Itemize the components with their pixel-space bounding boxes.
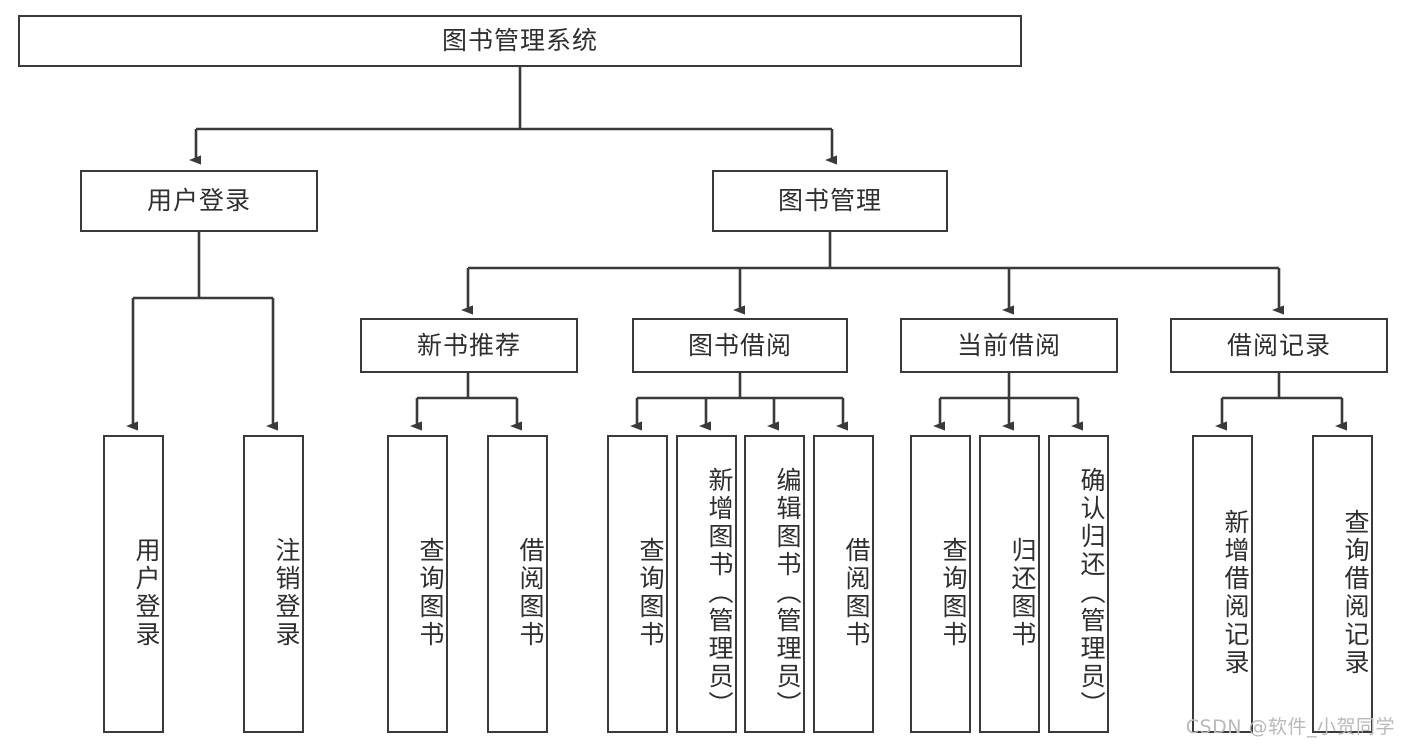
leaf-book-borrow-add[interactable]: 新增图书（管理员） [676, 435, 737, 733]
leaf-book-borrow-edit[interactable]: 编辑图书（管理员） [744, 435, 805, 733]
node-book-management-label: 图书管理 [777, 186, 882, 215]
leaf-book-borrow-query[interactable]: 查询图书 [607, 435, 668, 733]
leaf-borrow-record-add-label: 新增借阅记录 [1221, 509, 1250, 677]
leaf-borrow-record-query[interactable]: 查询借阅记录 [1312, 435, 1373, 733]
leaf-new-book-query[interactable]: 查询图书 [387, 435, 448, 733]
leaf-user-login-login-label: 用户登录 [132, 537, 161, 649]
node-new-book-recommend[interactable]: 新书推荐 [360, 318, 578, 373]
node-root[interactable]: 图书管理系统 [18, 15, 1022, 67]
node-borrow-record-label: 借阅记录 [1226, 330, 1331, 360]
leaf-new-book-borrow-label: 借阅图书 [516, 537, 545, 649]
node-book-borrow-label: 图书借阅 [687, 330, 792, 360]
leaf-borrow-record-add[interactable]: 新增借阅记录 [1192, 435, 1253, 733]
leaf-user-login-logout-label: 注销登录 [272, 537, 301, 649]
leaf-book-borrow-lend[interactable]: 借阅图书 [813, 435, 874, 733]
node-new-book-recommend-label: 新书推荐 [416, 330, 521, 360]
node-borrow-record[interactable]: 借阅记录 [1170, 318, 1388, 373]
leaf-book-borrow-add-label: 新增图书（管理员） [705, 467, 734, 719]
leaf-current-borrow-return-label: 归还图书 [1008, 537, 1037, 649]
leaf-current-borrow-return[interactable]: 归还图书 [979, 435, 1040, 733]
leaf-borrow-record-query-label: 查询借阅记录 [1341, 509, 1370, 677]
node-current-borrow[interactable]: 当前借阅 [900, 318, 1118, 373]
leaf-current-borrow-query[interactable]: 查询图书 [910, 435, 971, 733]
leaf-new-book-borrow[interactable]: 借阅图书 [487, 435, 548, 733]
leaf-current-borrow-confirm[interactable]: 确认归还（管理员） [1048, 435, 1109, 733]
leaf-book-borrow-query-label: 查询图书 [636, 537, 665, 649]
leaf-book-borrow-edit-label: 编辑图书（管理员） [773, 467, 802, 719]
node-user-login-label: 用户登录 [146, 186, 251, 215]
node-root-label: 图书管理系统 [441, 26, 598, 55]
node-user-login[interactable]: 用户登录 [80, 170, 318, 232]
node-book-management[interactable]: 图书管理 [712, 170, 948, 232]
leaf-current-borrow-query-label: 查询图书 [939, 537, 968, 649]
node-current-borrow-label: 当前借阅 [956, 330, 1061, 360]
leaf-user-login-login[interactable]: 用户登录 [103, 435, 164, 733]
node-book-borrow[interactable]: 图书借阅 [632, 318, 848, 373]
leaf-user-login-logout[interactable]: 注销登录 [243, 435, 304, 733]
leaf-current-borrow-confirm-label: 确认归还（管理员） [1077, 467, 1106, 719]
leaf-new-book-query-label: 查询图书 [416, 537, 445, 649]
leaf-book-borrow-lend-label: 借阅图书 [842, 537, 871, 649]
